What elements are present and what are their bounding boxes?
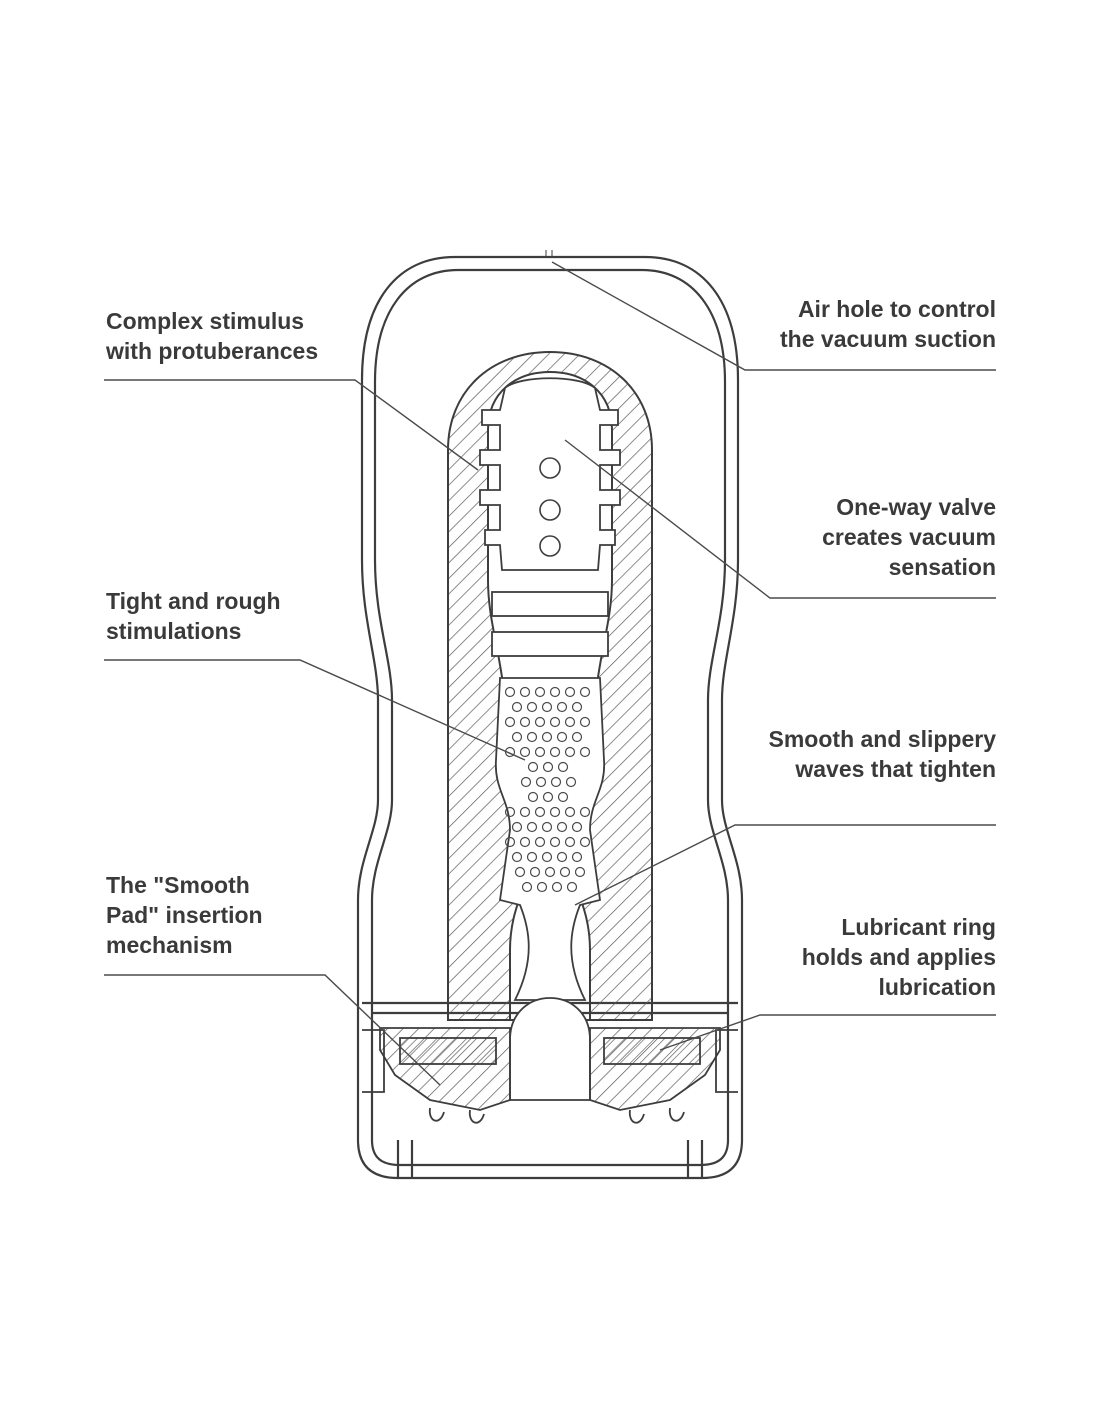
texture-dot [534,716,546,728]
label-one-way-valve: One-way valve creates vacuum sensation [822,494,996,580]
texture-dot [579,686,591,698]
texture-dot [557,791,569,803]
label-lubricant-ring: Lubricant ring holds and applies lubrica… [801,914,996,1000]
leader-smooth-waves [574,824,996,906]
label-tight-rough: Tight and rough stimulations [106,588,281,644]
texture-dot [526,851,538,863]
base-assembly [362,1027,738,1124]
texture-dot [526,821,538,833]
texture-dot [564,686,576,698]
texture-dot [549,836,561,848]
texture-dot [511,731,523,743]
protuberance-dots [539,457,561,557]
tunnel-texture-dots [504,686,591,893]
texture-dot [571,731,583,743]
texture-dot [579,836,591,848]
texture-dot [556,701,568,713]
texture-dot [529,866,541,878]
texture-dot [536,881,548,893]
texture-dot [564,746,576,758]
texture-dot [579,716,591,728]
texture-dot [519,686,531,698]
texture-dot [527,791,539,803]
texture-dot [526,701,538,713]
texture-dot [504,836,516,848]
texture-dot [519,716,531,728]
leader-air-hole [551,261,996,371]
label-air-hole: Air hole to control the vacuum suction [780,296,996,352]
texture-dot [520,776,532,788]
texture-dot [550,776,562,788]
label-smooth-waves: Smooth and slippery waves that tighten [768,726,996,782]
texture-dot [514,866,526,878]
texture-dot [564,806,576,818]
texture-dot [534,806,546,818]
texture-dot [564,836,576,848]
label-complex-stimulus: Complex stimulus with protuberances [106,308,319,364]
leader-one-way-valve [564,439,996,599]
texture-dot [526,731,538,743]
texture-dot [565,776,577,788]
texture-dot [542,761,554,773]
texture-dot [574,866,586,878]
texture-dot [579,806,591,818]
texture-dot [556,731,568,743]
texture-dot [504,806,516,818]
texture-dot [551,881,563,893]
texture-dot [556,851,568,863]
texture-dot [566,881,578,893]
leader-lines [104,261,996,1086]
texture-dot [556,821,568,833]
texture-dot [549,686,561,698]
texture-dot [511,821,523,833]
texture-dot [504,686,516,698]
texture-dot [571,701,583,713]
texture-dot [534,686,546,698]
texture-dot [534,746,546,758]
texture-dot [534,836,546,848]
texture-dot [549,806,561,818]
leader-complex-stimulus [104,379,479,471]
leader-lubricant-ring [659,1014,996,1051]
texture-dot [519,836,531,848]
texture-dot [571,821,583,833]
texture-dot [541,851,553,863]
texture-dot [557,761,569,773]
texture-dot [541,821,553,833]
texture-dot [541,701,553,713]
texture-dot [511,851,523,863]
texture-dot [504,716,516,728]
leader-smooth-pad [104,974,441,1086]
label-smooth-pad: The "Smooth Pad" insertion mechanism [106,872,263,958]
texture-dot [549,716,561,728]
texture-dot [519,806,531,818]
texture-dot [521,881,533,893]
texture-dot [544,866,556,878]
texture-dot [541,731,553,743]
texture-dot [549,746,561,758]
leader-tight-rough [104,659,526,761]
texture-dot [559,866,571,878]
texture-dot [511,701,523,713]
texture-dot [535,776,547,788]
texture-dot [564,716,576,728]
texture-dot [527,761,539,773]
texture-dot [579,746,591,758]
texture-dot [519,746,531,758]
texture-dot [571,851,583,863]
texture-dot [542,791,554,803]
